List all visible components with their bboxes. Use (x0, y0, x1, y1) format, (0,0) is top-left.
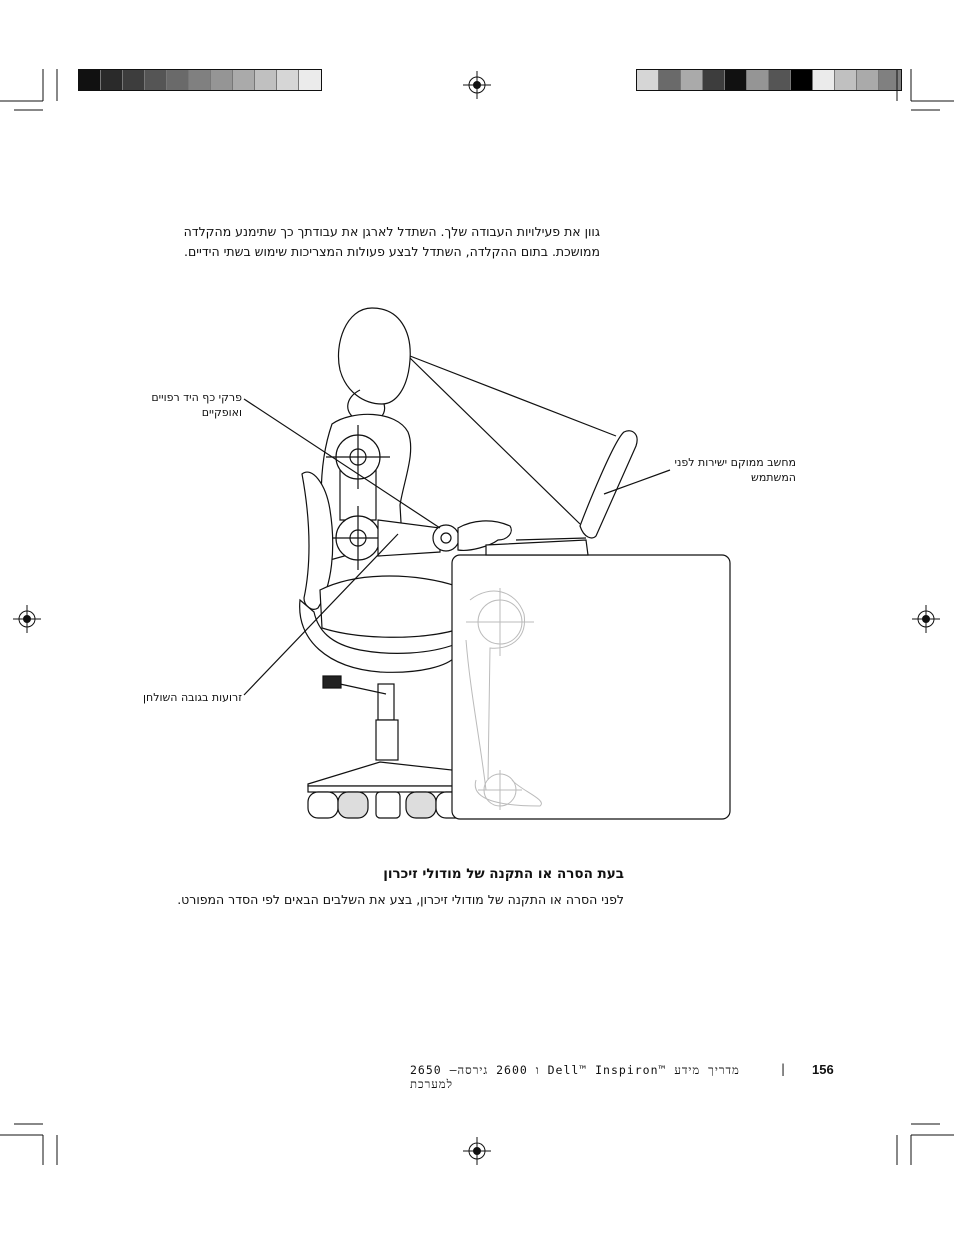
intro-paragraph: גוון את פעילויות העבודה שלך. השתדל לארגן… (140, 222, 600, 262)
page-number: 156 (812, 1062, 834, 1077)
section-body: לפני הסרה או התקנה של מודולי זיכרון, בצע… (177, 892, 624, 907)
chair-back (301, 471, 334, 610)
registration-mark (463, 71, 491, 99)
callout-wrists-line-1: פרקי כף היד רפויים (151, 391, 242, 404)
callout-wrists: פרקי כף היד רפויים ואופקיים (120, 390, 242, 420)
color-swatch (255, 70, 277, 90)
color-swatch (747, 70, 769, 90)
color-swatch (725, 70, 747, 90)
laptop-base (485, 539, 589, 556)
intro-line-2: ממושכת. בתום ההקלדה, השתדל לבצע פעולות ה… (183, 244, 600, 259)
section-heading: בעת הסרה או התקנה של מודולי זיכרון (383, 866, 624, 882)
figure-hand (457, 520, 512, 551)
color-swatch (123, 70, 145, 90)
color-swatch (813, 70, 835, 90)
color-swatch (681, 70, 703, 90)
color-swatch (277, 70, 299, 90)
color-swatch (233, 70, 255, 90)
figure-thigh (319, 575, 457, 638)
registration-mark (912, 605, 940, 633)
color-swatch (211, 70, 233, 90)
footer-separator: | (781, 1062, 786, 1076)
color-swatch (857, 70, 879, 90)
color-bar-left (78, 69, 322, 91)
color-swatch (703, 70, 725, 90)
color-swatch (769, 70, 791, 90)
color-swatch (167, 70, 189, 90)
figure-head (337, 307, 411, 405)
callout-computer: מחשב ממוקם ישירות לפני המשתמש (670, 455, 796, 485)
laptop-screen (579, 430, 638, 539)
intro-line-1: גוון את פעילויות העבודה שלך. השתדל לארגן… (183, 224, 600, 239)
footer-title: 2650 –ו 2600 גירסה Dell™ Inspiron™ מדריך… (410, 1063, 740, 1091)
callout-computer-line-2: המשתמש (751, 471, 796, 484)
color-bar-right (636, 69, 902, 91)
callout-wrists-line-2: ואופקיים (201, 406, 242, 419)
color-swatch (835, 70, 857, 90)
color-swatch (879, 70, 901, 90)
color-swatch (79, 70, 101, 90)
color-swatch (101, 70, 123, 90)
color-swatch (299, 70, 321, 90)
registration-mark (13, 605, 41, 633)
color-swatch (659, 70, 681, 90)
desk (451, 554, 731, 820)
callout-computer-line-1: מחשב ממוקם ישירות לפני (674, 456, 796, 469)
color-swatch (791, 70, 813, 90)
callout-arms: זרועות בגובה השולחן (143, 691, 242, 704)
figure-forearm (377, 519, 441, 557)
chair-base (307, 761, 471, 787)
color-swatch (637, 70, 659, 90)
color-swatch (189, 70, 211, 90)
color-swatch (145, 70, 167, 90)
registration-mark (463, 1137, 491, 1165)
